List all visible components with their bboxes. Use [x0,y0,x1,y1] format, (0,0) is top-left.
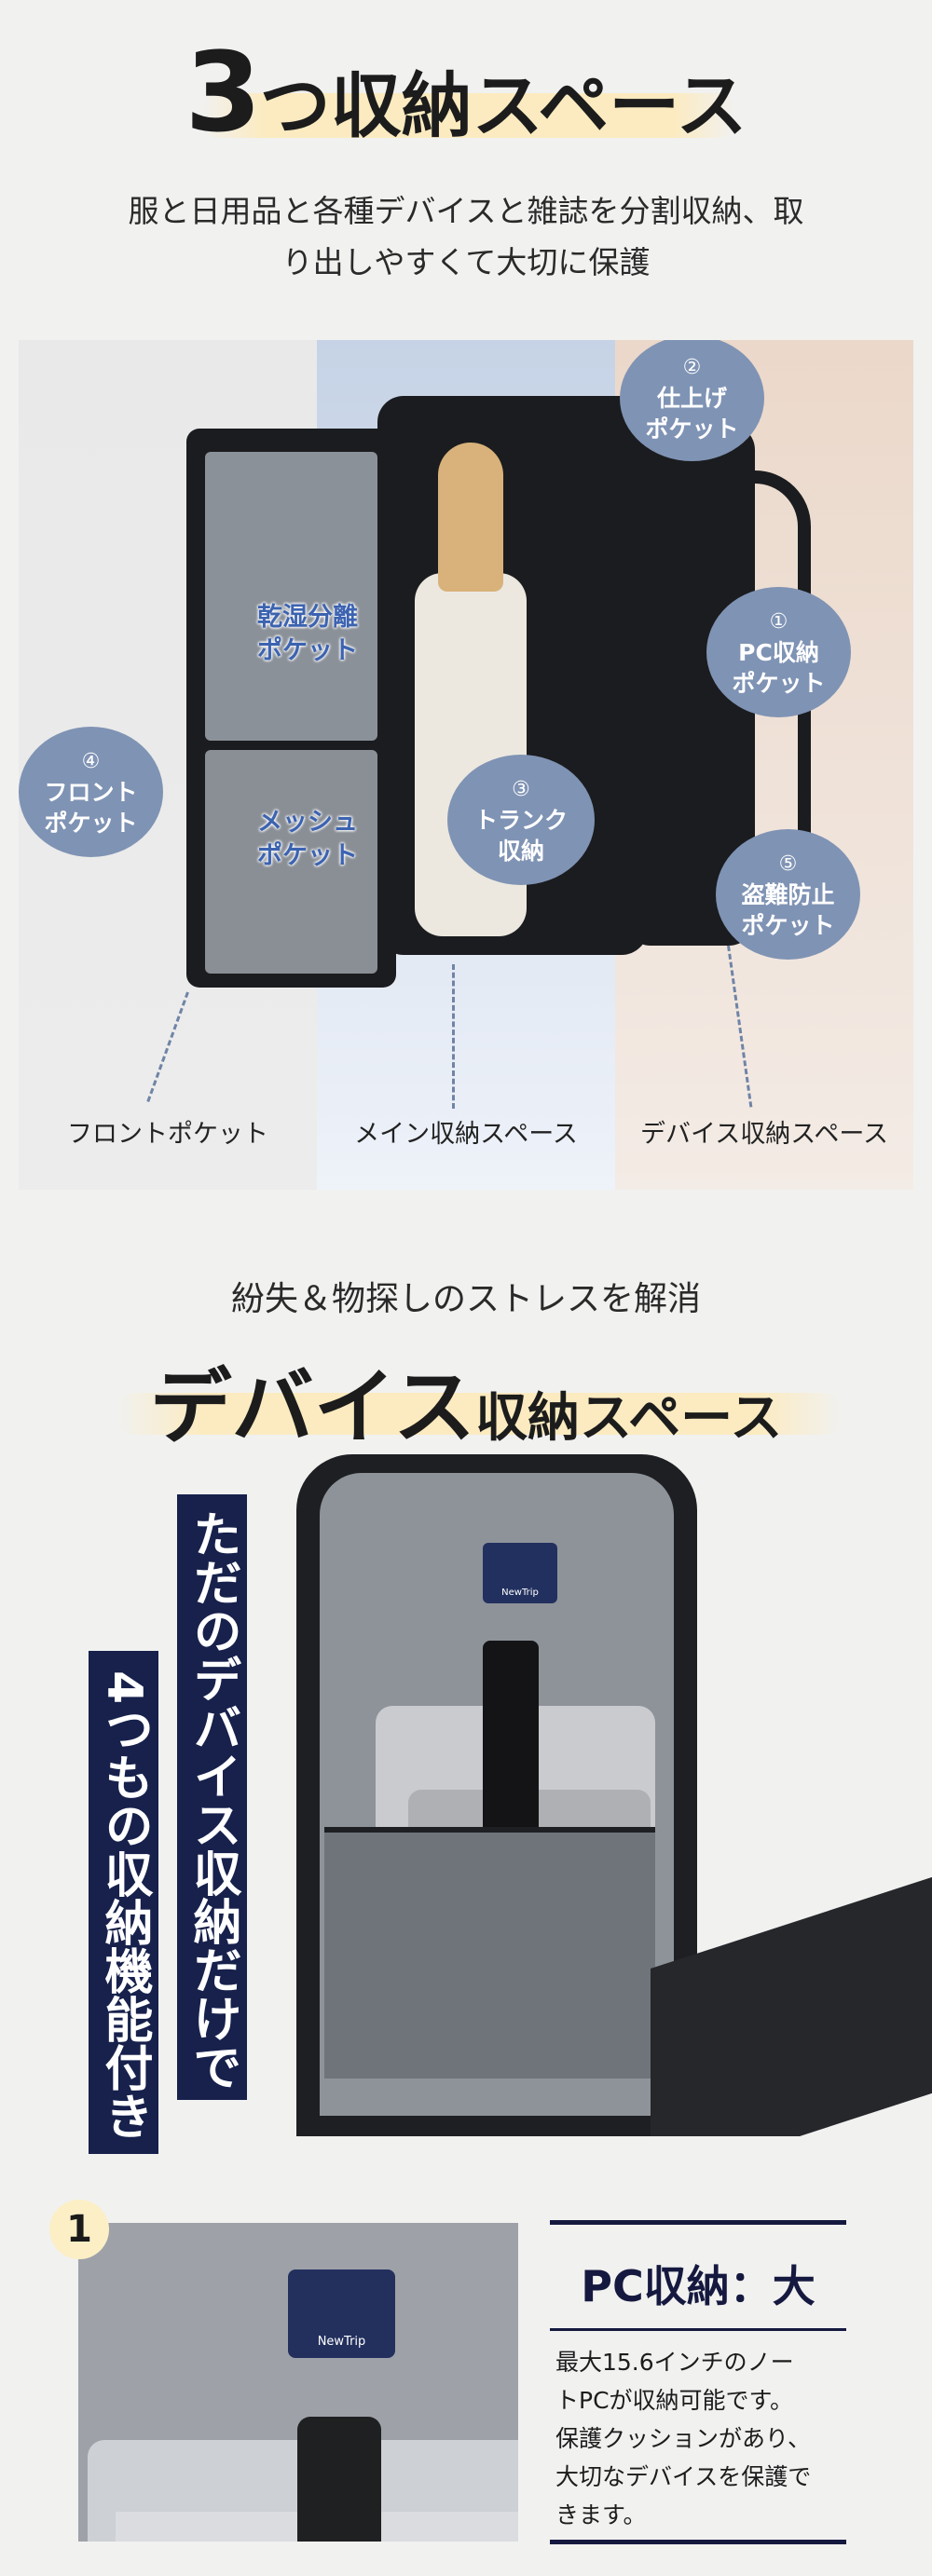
brand-patch: NewTrip [288,2269,395,2358]
label-line: ポケット [257,841,358,870]
mesh-pocket-image [205,452,377,741]
bubble-number: ③ [512,777,530,801]
mesh-pocket-label: メッシュポケット [238,806,377,873]
bubble-line: トランク [473,806,568,834]
title-rest: つ収納スペース [259,64,747,147]
section1-subtitle-1: 服と日用品と各種デバイスと雑誌を分割収納、取 [128,193,804,229]
bubble-trunk-storage: ③ トランク収納 [447,755,595,885]
main-dash-line [452,964,455,1109]
title2-highlight [116,1393,843,1435]
banner-just-device-storage: ただのデバイス収納だけで [177,1494,247,2100]
bubble-line: PC収納 [738,638,819,666]
patch-logo-text: NewTrip [317,2335,366,2349]
section2-subtitle: 紛失＆物探しのストレスを解消 [230,1280,701,1318]
bubble-front-pocket: ④ フロントポケット [19,727,163,857]
bubble-line: ポケット [44,809,138,837]
title-big: デバイス [149,1359,476,1455]
body-line: トPCが収納可能です。 [555,2387,794,2414]
patch-logo-text: NewTrip [501,1588,539,1598]
body-line: きます。 [555,2501,647,2528]
bubble-antitheft-pocket: ⑤ 盗難防止ポケット [716,829,860,960]
bubble-line: 盗難防止 [741,880,835,908]
lower-pocket-image [205,750,377,974]
bubble-finishing-pocket: ② 仕上げポケット [620,340,764,461]
bubble-line: フロント [44,778,138,806]
bubble-number: ① [769,609,788,634]
zone-label-main: メイン収納スペース [354,1120,578,1149]
body-line: 保護クッションがあり、 [555,2425,812,2452]
bubble-number: ② [682,356,702,379]
bubble-line: 仕上げ [656,385,727,412]
body-line: 大切なデバイスを保護で [555,2463,812,2490]
bubble-line: ポケット [645,416,739,443]
title-rest: 収納スペース [475,1388,783,1449]
banner-four-functions: 4つもの収納機能付き [89,1651,158,2154]
device-compartment-photo: NewTrip [296,1454,932,2136]
feature-body: 最大15.6インチのノー トPCが収納可能です。 保護クッションがあり、 大切な… [555,2343,854,2534]
bubble-pc-pocket: ① PC収納ポケット [706,587,851,717]
bubble-number: ④ [81,749,101,773]
zone-label-front: フロントポケット [67,1120,268,1149]
section1-subtitle-2: り出しやすくて大切に保護 [281,244,651,280]
feature-title: PC収納：大 [581,2261,816,2311]
title-highlight [200,93,736,138]
pc-closeup-photo: NewTrip [78,2223,518,2542]
section1-title: 3つ収納スペース [0,28,932,157]
brand-patch: NewTrip [483,1543,557,1603]
feature-number-badge: 1 [49,2200,109,2259]
label-line: メッシュ [257,808,358,837]
elastic-strap [297,2417,381,2542]
section2-title: デバイス収納スペース [0,1342,932,1460]
bubble-line: ポケット [741,911,835,939]
bubble-line: ポケット [732,669,826,697]
bottom-rule [550,2540,846,2544]
body-line: 最大15.6インチのノー [555,2349,794,2376]
top-rule [550,2220,846,2225]
label-line: 乾湿分離 [257,603,358,632]
label-line: ポケット [257,636,358,665]
bubble-line: 収納 [497,837,544,865]
hanger-image [438,443,503,592]
title-number: 3 [185,28,262,157]
badge-number: 1 [66,2208,92,2251]
bubble-number: ⑤ [778,852,798,876]
middle-rule [550,2328,846,2331]
lower-pocket [324,1827,655,2079]
dry-wet-pocket-label: 乾湿分離ポケット [238,601,377,668]
zone-label-device: デバイス収納スペース [640,1120,888,1149]
